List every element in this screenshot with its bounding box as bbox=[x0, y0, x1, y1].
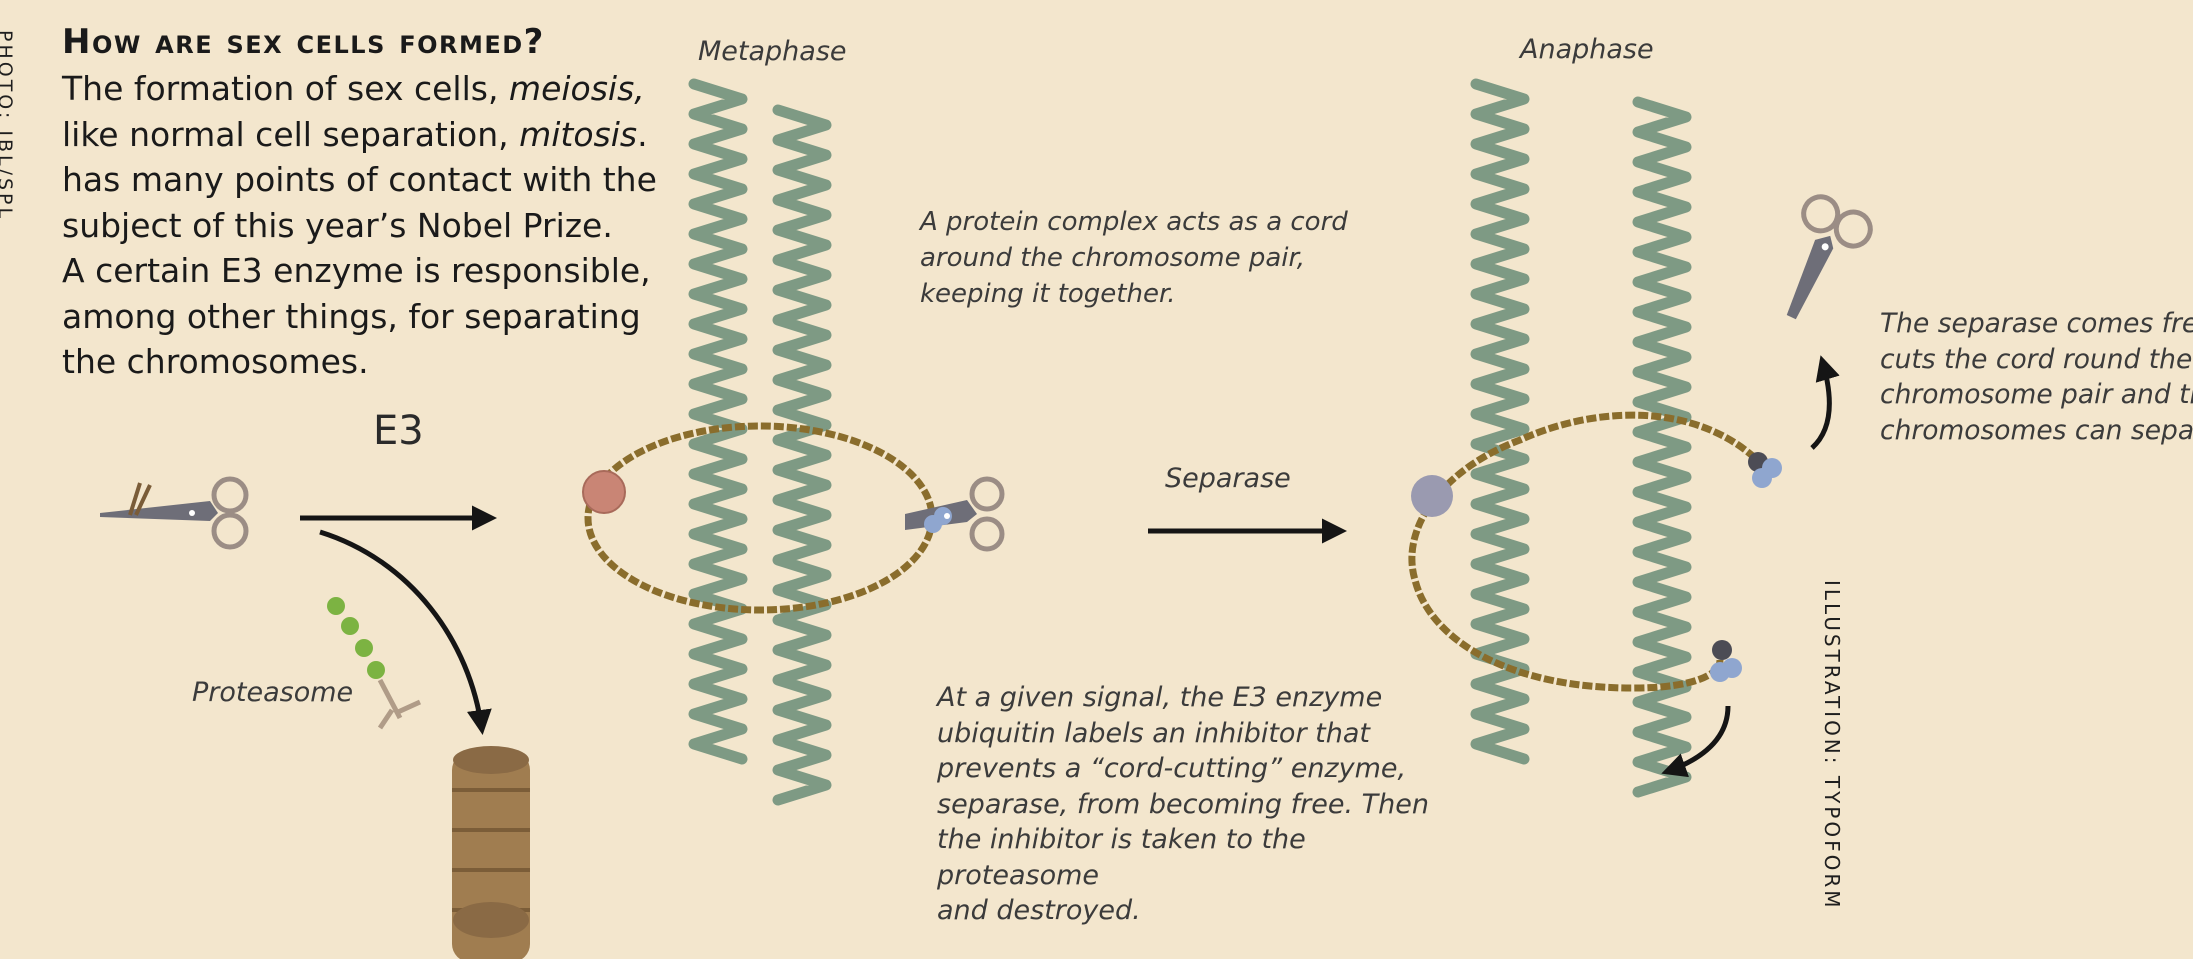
inhibitor-bottom-icon bbox=[1710, 640, 1742, 682]
note-line: separase, from becoming free. Then bbox=[937, 787, 1457, 823]
photo-credit: PHOTO: IBL/SPL bbox=[0, 30, 16, 221]
intro-paragraph: The formation of sex cells, meiosis, lik… bbox=[62, 66, 662, 385]
inhibitor-top-icon bbox=[1748, 452, 1782, 488]
cohesin-cord-anaphase bbox=[1412, 415, 1755, 688]
note-line: ubiquitin labels an inhibitor that bbox=[937, 716, 1457, 752]
note-signal: At a given signal, the E3 enzyme ubiquit… bbox=[937, 680, 1457, 929]
note-line: The separase comes free, bbox=[1880, 306, 2193, 342]
note-line: cuts the cord round the bbox=[1880, 342, 2193, 378]
intro-text: among other things, for separating bbox=[62, 294, 662, 340]
note-line: keeping it together. bbox=[920, 276, 1380, 312]
illustration-credit: ILLUSTRATION: TYPOFORM bbox=[1820, 580, 1844, 911]
chromosome-metaphase-right bbox=[778, 110, 826, 800]
stage-label-anaphase: Anaphase bbox=[1520, 34, 1654, 65]
note-line: prevents a “cord-cutting” enzyme, bbox=[937, 751, 1457, 787]
page-title: How are sex cells formed? bbox=[62, 22, 545, 62]
cohesin-cord-metaphase bbox=[588, 426, 932, 610]
intro-text: . bbox=[637, 115, 648, 154]
proteasome-label: Proteasome bbox=[192, 677, 353, 708]
note-line: the inhibitor is taken to the proteasome bbox=[937, 822, 1457, 893]
intro-term-meiosis: meiosis, bbox=[509, 69, 645, 108]
intro-text: like normal cell separation, bbox=[62, 115, 519, 154]
cord-anchor-red bbox=[583, 471, 625, 513]
scissors-e3-icon bbox=[100, 479, 246, 547]
intro-text: The formation of sex cells, bbox=[62, 69, 509, 108]
note-line: chromosomes can separat bbox=[1880, 413, 2193, 449]
e3-label: E3 bbox=[373, 408, 424, 454]
proteasome-icon bbox=[452, 746, 530, 959]
note-line: At a given signal, the E3 enzyme bbox=[937, 680, 1457, 716]
intro-text: the chromosomes. bbox=[62, 339, 662, 385]
cord-anchor-gray bbox=[1411, 475, 1453, 517]
intro-text: subject of this year’s Nobel Prize. bbox=[62, 203, 662, 249]
ubiquitin-chain-icon bbox=[327, 597, 420, 728]
release-arrow-up bbox=[1812, 360, 1829, 448]
note-line: chromosome pair and the bbox=[1880, 377, 2193, 413]
note-cord: A protein complex acts as a cord around … bbox=[920, 204, 1380, 312]
intro-text: has many points of contact with the bbox=[62, 157, 662, 203]
note-separase: The separase comes free, cuts the cord r… bbox=[1880, 306, 2193, 448]
intro-text: A certain E3 enzyme is responsible, bbox=[62, 248, 662, 294]
note-line: A protein complex acts as a cord bbox=[920, 204, 1380, 240]
note-line: and destroyed. bbox=[937, 893, 1457, 929]
intro-term-mitosis: mitosis bbox=[519, 115, 637, 154]
stage-label-metaphase: Metaphase bbox=[698, 36, 847, 67]
separase-free-icon bbox=[1760, 191, 1875, 332]
chromosome-metaphase-left bbox=[694, 84, 742, 759]
note-line: around the chromosome pair, bbox=[920, 240, 1380, 276]
separase-label: Separase bbox=[1165, 463, 1291, 494]
